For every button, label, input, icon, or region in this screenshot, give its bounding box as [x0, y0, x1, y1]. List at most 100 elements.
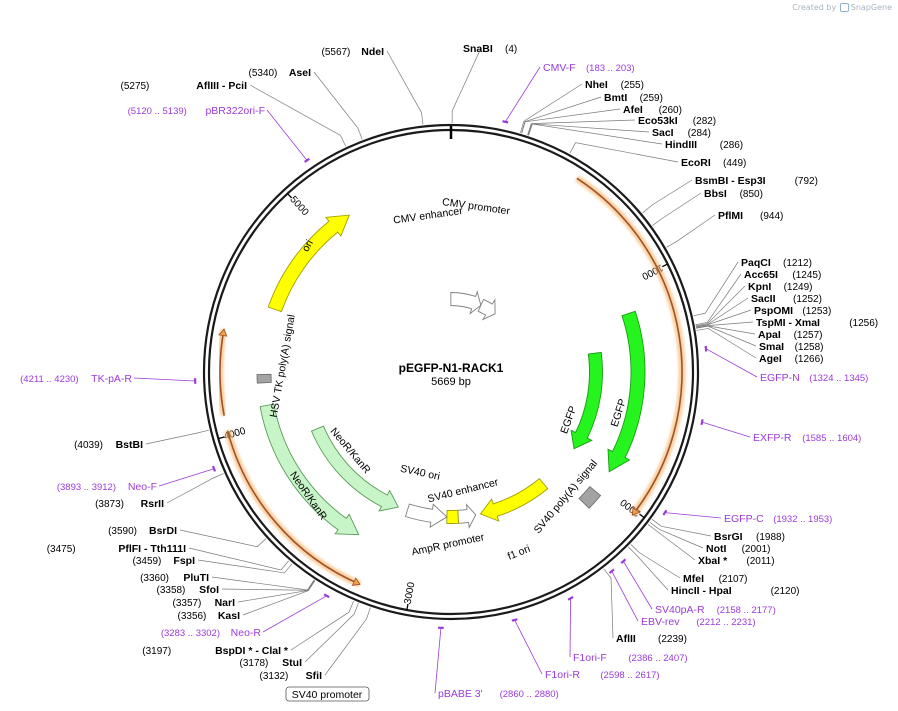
primer-leader-line [701, 421, 751, 438]
primer-binding-site[interactable]: CMV-F(183 .. 203) [543, 62, 635, 74]
primer-binding-site[interactable]: EXFP-R(1585 .. 1604) [753, 432, 861, 444]
feature-egfp-inner[interactable] [570, 351, 603, 450]
feature-cmv-enhancer[interactable] [450, 290, 482, 315]
site-position: (3357) [172, 598, 201, 609]
restriction-site[interactable]: MfeI(2107) [683, 573, 748, 585]
feature-ori[interactable] [267, 214, 350, 313]
primer-binding-site[interactable]: pBABE 3'(2860 .. 2880) [438, 688, 559, 700]
restriction-site[interactable]: Eco53kI(282) [638, 115, 716, 127]
restriction-site[interactable]: PflMI(944) [718, 210, 783, 222]
restriction-site[interactable]: PflFI - Tth111I(3475) [47, 543, 186, 555]
restriction-site[interactable]: PluTI(3360) [140, 572, 209, 584]
sv40-promoter-boxed[interactable]: SV40 promoter [285, 686, 370, 702]
primer-range: (1932 .. 1953) [773, 514, 832, 525]
restriction-site[interactable]: TspMI - XmaI(1256) [756, 317, 878, 329]
site-name: StuI [282, 657, 302, 669]
restriction-site[interactable]: BsrGI(1988) [714, 531, 785, 543]
restriction-site[interactable]: SnaBI(4) [463, 43, 517, 55]
restriction-site[interactable]: XbaI *(2011) [698, 555, 775, 567]
primer-binding-site[interactable]: F1ori-R(2598 .. 2617) [545, 669, 660, 681]
backbone-outer-strand [202, 123, 700, 621]
restriction-site[interactable]: SfiI(3132) [259, 670, 322, 682]
restriction-site[interactable]: SfoI(3358) [156, 584, 219, 596]
highlight-arrowhead [351, 577, 361, 586]
restriction-site[interactable]: StuI(3178) [239, 657, 302, 669]
feature-ampr-promoter[interactable] [457, 503, 477, 529]
primer-leader-line [133, 377, 196, 382]
restriction-site[interactable]: BsrDI(3590) [108, 525, 177, 537]
feature-sv40-polya[interactable] [578, 485, 602, 509]
restriction-site[interactable]: EcoRI(449) [681, 157, 746, 169]
restriction-site[interactable]: FspI(3459) [132, 555, 195, 567]
restriction-site[interactable]: SmaI(1258) [759, 341, 824, 353]
primer-binding-site[interactable]: EGFP-C(1932 .. 1953) [724, 513, 832, 525]
restriction-site[interactable]: AfeI(260) [623, 104, 682, 116]
primer-leader-line [505, 66, 541, 123]
primer-binding-site[interactable]: EGFP-N(1324 .. 1345) [760, 372, 868, 384]
site-leader-line [528, 123, 663, 145]
restriction-site[interactable]: NotI(2001) [706, 543, 771, 555]
restriction-site[interactable]: HincII - HpaI(2120) [671, 585, 800, 597]
site-position: (5275) [120, 81, 149, 92]
restriction-site[interactable]: BspDI * - ClaI *(3197) [142, 645, 289, 657]
site-leader-line [521, 108, 621, 134]
primer-leader-line [262, 595, 327, 633]
restriction-site[interactable]: HindIII(286) [665, 139, 743, 151]
site-leader-line [693, 261, 739, 317]
site-labels[interactable]: SnaBI(4) NdeI(5567) AseI(5340)AflIII - Pci… [47, 43, 878, 682]
site-position: (4) [505, 44, 517, 55]
plasmid-name: pEGFP-N1-RACK1 [399, 361, 504, 375]
primer-binding-site[interactable]: Neo-F(3893 .. 3912) [57, 481, 157, 493]
feature-neor-outer[interactable] [259, 403, 360, 536]
primer-binding-site[interactable]: F1ori-F(2386 .. 2407) [573, 652, 688, 664]
restriction-site[interactable]: NdeI(5567) [321, 46, 384, 58]
feature-sv40-promoter-seg[interactable] [404, 503, 448, 528]
restriction-site[interactable]: RsrII(3873) [95, 498, 164, 510]
restriction-site[interactable]: PspOMI(1253) [754, 305, 831, 317]
restriction-site[interactable]: AflII(2239) [616, 633, 687, 645]
feature-egfp-outer[interactable] [607, 310, 646, 473]
primer-mark [511, 618, 518, 622]
restriction-site[interactable]: KasI(3356) [177, 610, 240, 622]
site-position: (3459) [132, 556, 161, 567]
site-leader-line [627, 546, 669, 591]
restriction-site[interactable]: AgeI(1266) [759, 353, 824, 365]
primer-binding-site[interactable]: SV40pA-R(2158 .. 2177) [655, 604, 776, 616]
site-name: PflMI [718, 210, 743, 222]
ruler-tick-label: 5000 [287, 194, 310, 218]
highlight-arrowhead [218, 328, 228, 337]
restriction-site[interactable]: PaqCI(1212) [741, 257, 812, 269]
site-position: (792) [795, 176, 818, 187]
primer-binding-site[interactable]: pBR322ori-F(5120 .. 5139) [128, 105, 265, 117]
feature-hsv-tk-polya[interactable] [256, 373, 272, 384]
primer-binding-site[interactable]: EBV-rev(2212 .. 2231) [641, 616, 756, 628]
restriction-site[interactable]: NarI(3357) [172, 597, 235, 609]
restriction-site[interactable]: KpnI(1249) [748, 281, 813, 293]
restriction-site[interactable]: NheI(255) [585, 79, 644, 91]
site-leader-line [237, 580, 316, 603]
primer-binding-site[interactable]: TK-pA-R(4211 .. 4230) [20, 373, 132, 385]
site-position: (3132) [259, 671, 288, 682]
restriction-site[interactable]: Acc65I(1245) [744, 269, 821, 281]
restriction-site[interactable]: AseI(5340) [248, 67, 311, 79]
restriction-site[interactable]: SacII(1252) [751, 293, 822, 305]
restriction-site[interactable]: BstBI(4039) [74, 439, 143, 451]
feature-cmv-promoter[interactable] [477, 298, 496, 321]
restriction-site[interactable]: BmtI(259) [604, 92, 663, 104]
restriction-site[interactable]: SacI(284) [652, 127, 711, 139]
feature-label-sv40-ori: SV40 ori [399, 463, 441, 483]
feature-f1-ori[interactable] [479, 477, 549, 522]
restriction-site[interactable]: BbsI(850) [704, 188, 763, 200]
primer-name: Neo-R [231, 627, 262, 639]
site-name: AseI [289, 67, 311, 79]
feature-sv40-ori[interactable] [446, 509, 459, 524]
primer-range: (3283 .. 3302) [161, 628, 220, 639]
primer-binding-site[interactable]: Neo-R (3283 .. 3302) [161, 627, 262, 639]
site-position: (1212) [783, 258, 812, 269]
restriction-site[interactable]: BsmBI - Esp3I(792) [695, 175, 818, 187]
restriction-site[interactable]: AflIII - PciI(5275) [120, 80, 247, 92]
primer-name: CMV-F [543, 62, 576, 74]
restriction-site[interactable]: ApaI(1257) [758, 329, 823, 341]
feature-neor-inner[interactable] [310, 425, 399, 512]
primer-labels[interactable]: CMV-F(183 .. 203) pBR322ori-F(5120 .. 513… [20, 62, 868, 700]
